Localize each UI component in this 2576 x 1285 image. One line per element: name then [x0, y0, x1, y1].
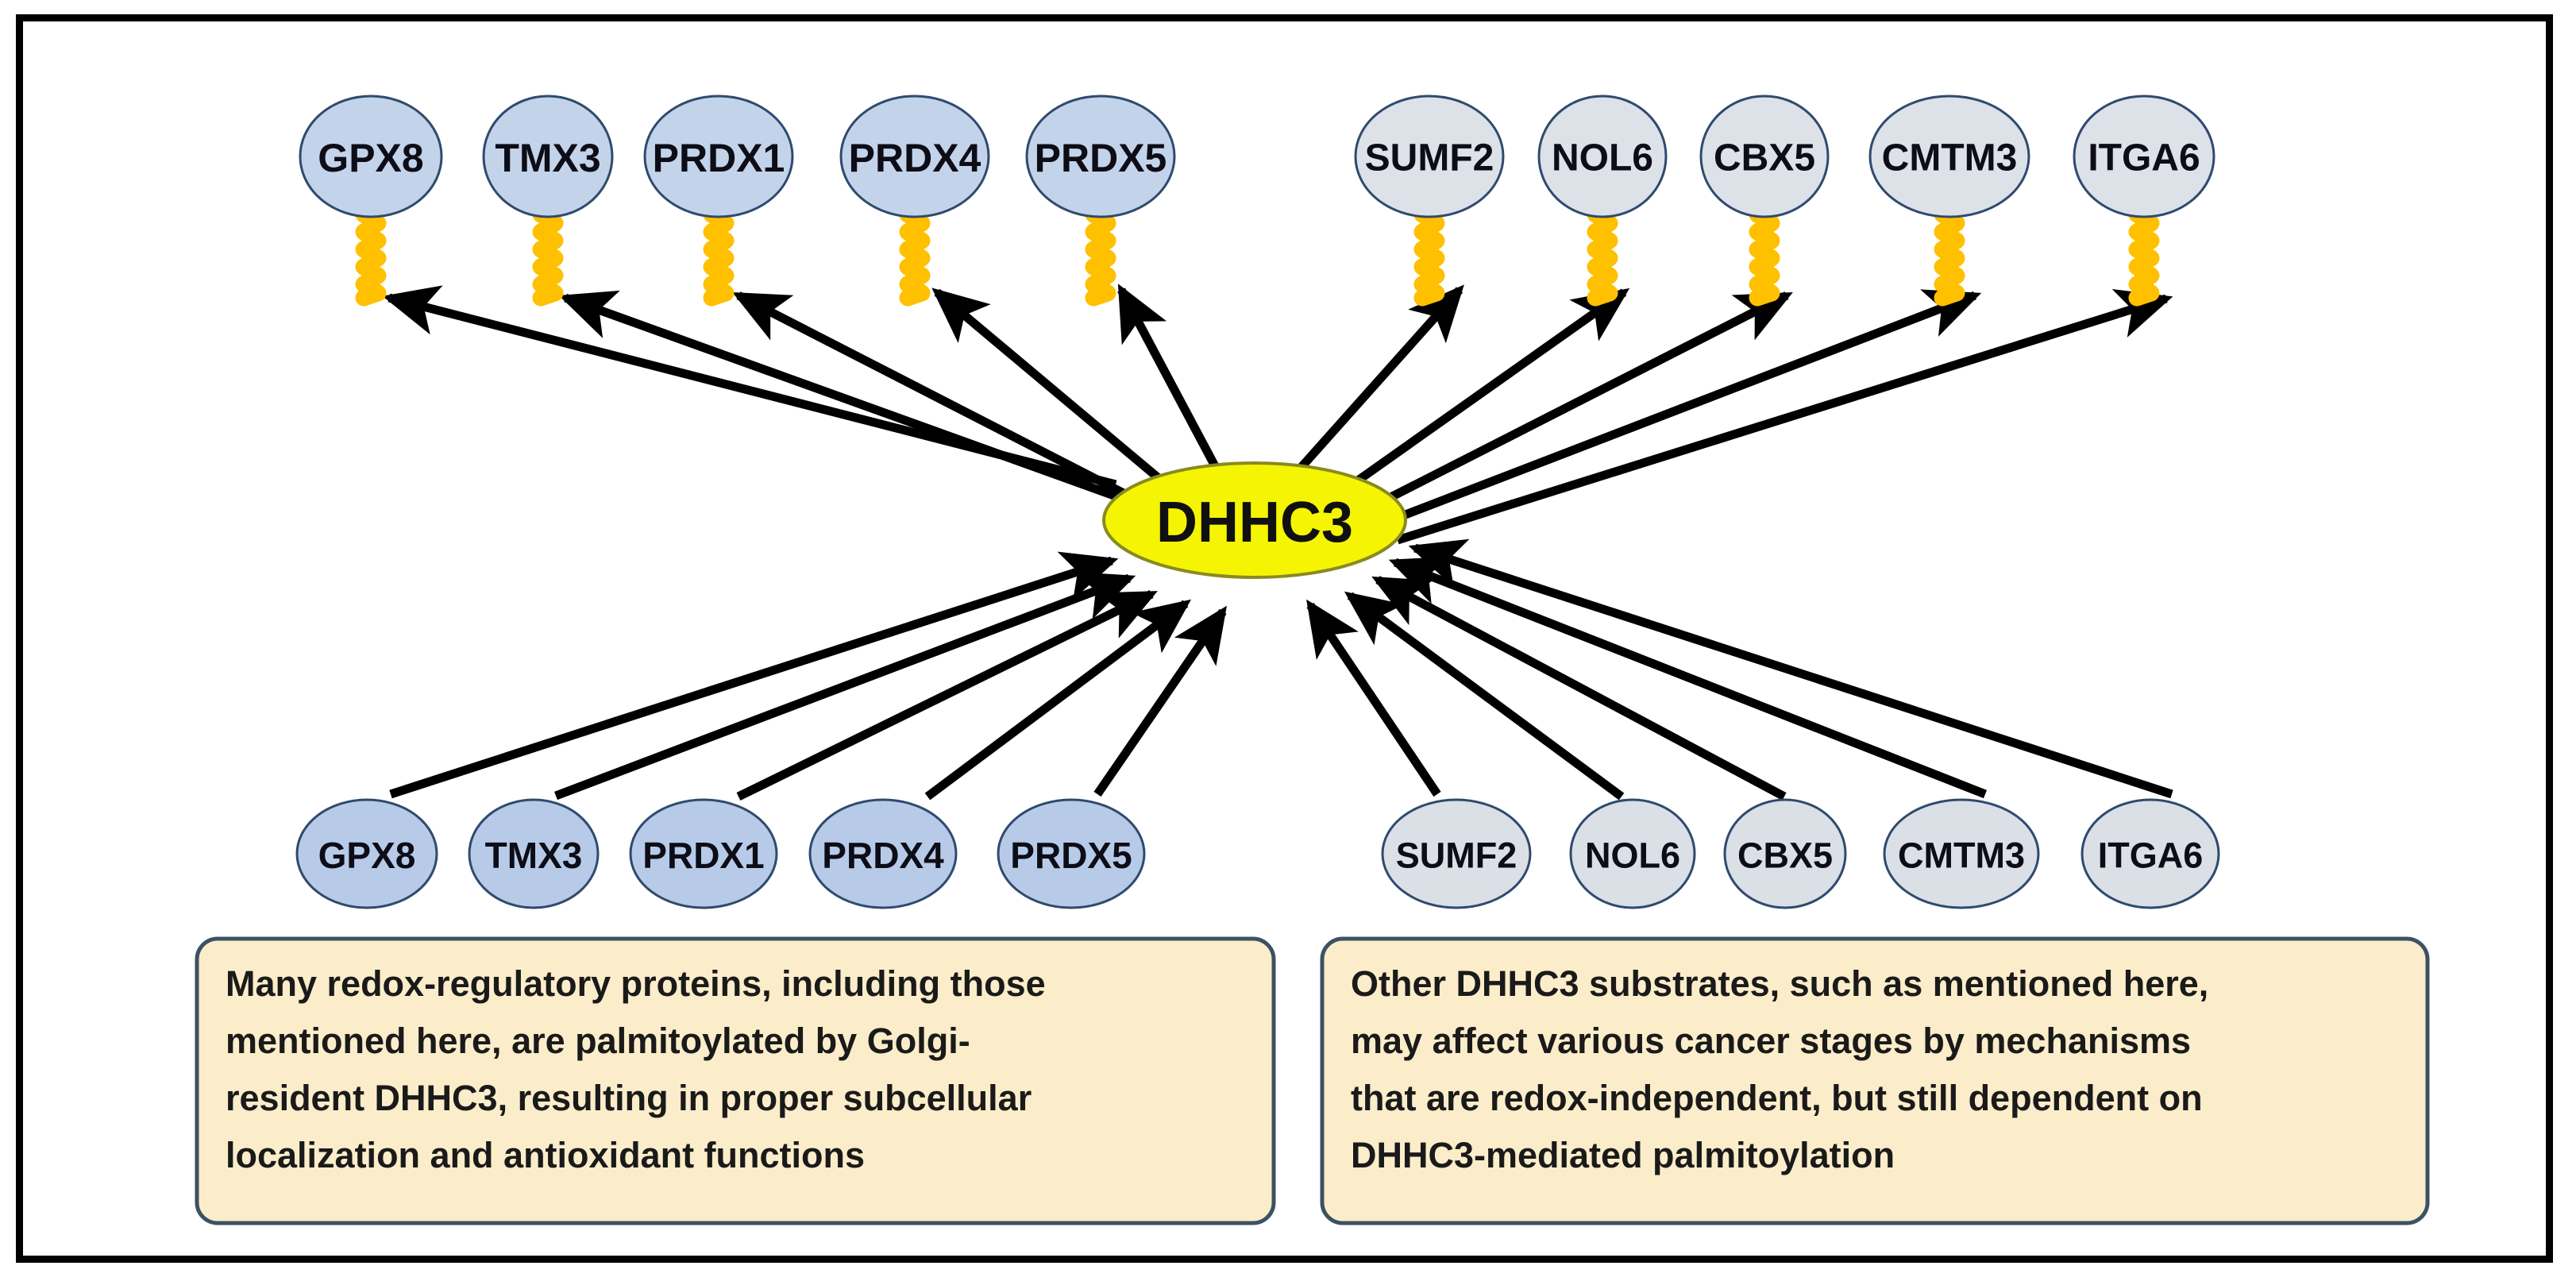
substrate-node-cmtm3[interactable]: CMTM3: [1883, 798, 2040, 909]
callout-line: Other DHHC3 substrates, such as mentione…: [1351, 963, 2208, 1004]
substrate-node-label: ITGA6: [2098, 835, 2204, 876]
substrate-node-prdx4[interactable]: PRDX4: [839, 95, 990, 218]
substrate-node-cbx5[interactable]: CBX5: [1699, 95, 1830, 218]
arrow-nol6-dhhc3: [1344, 591, 1625, 801]
substrate-node-prdx5[interactable]: PRDX5: [1025, 95, 1176, 218]
palmitoyl-chain-icon: [532, 206, 564, 307]
palmitoyl-chain-icon: [1934, 206, 1965, 307]
callout-line: resident DHHC3, resulting in proper subc…: [226, 1078, 1032, 1118]
substrate-node-tmx3[interactable]: TMX3: [468, 798, 600, 909]
dhhc3-ellipse[interactable]: [1102, 461, 1407, 579]
substrate-node-tmx3[interactable]: TMX3: [482, 95, 614, 218]
arrow-sumf2-dhhc3: [1306, 599, 1441, 797]
substrate-node-itga6[interactable]: ITGA6: [2073, 95, 2215, 218]
arrow-dhhc3-prdx4: [931, 287, 1186, 503]
arrow-dhhc3-sumf2: [1290, 284, 1464, 478]
callout-boxes: Many redox-regulatory proteins, includin…: [195, 936, 2430, 1225]
arrows-substrates-to-dhhc3: [389, 538, 2173, 801]
substrate-node-label: PRDX5: [1035, 136, 1167, 180]
callout-line: localization and antioxidant functions: [226, 1135, 865, 1175]
arrow-cbx5-dhhc3: [1371, 576, 1787, 801]
substrate-node-label: CBX5: [1714, 137, 1815, 179]
palmitoyl-chain-icon: [355, 206, 387, 307]
substrate-node-nol6[interactable]: NOL6: [1537, 95, 1668, 218]
palmitoyl-chain-icon: [1085, 206, 1116, 307]
arrows-dhhc3-to-substrates: [382, 284, 2173, 545]
substrate-node-label: TMX3: [495, 136, 600, 180]
palmitoylated-substrate-nodes: GPX8 TMX3 PRDX1 PRDX4 PRDX5 SUMF2 NOL6 CBX5 CMTM…: [299, 95, 2215, 218]
callout-line: that are redox-independent, but still de…: [1351, 1078, 2203, 1118]
substrate-node-prdx4[interactable]: PRDX4: [808, 798, 958, 909]
other-substrates-callout: Other DHHC3 substrates, such as mentione…: [1320, 936, 2430, 1225]
arrow-tmx3-dhhc3: [554, 572, 1136, 801]
arrow-prdx4-dhhc3: [924, 599, 1192, 801]
arrow-itga6-dhhc3: [1408, 538, 2173, 799]
arrow-dhhc3-cmtm3: [1383, 289, 1982, 527]
substrate-node-label: GPX8: [318, 136, 423, 180]
arrow-dhhc3-prdx5: [1117, 284, 1224, 479]
substrate-node-label: PRDX1: [642, 835, 764, 876]
arrow-gpx8-dhhc3: [389, 551, 1119, 799]
substrate-node-gpx8[interactable]: GPX8: [295, 798, 438, 909]
substrate-node-label: PRDX5: [1010, 835, 1132, 876]
arrow-dhhc3-tmx3: [558, 290, 1133, 507]
substrate-node-prdx5[interactable]: PRDX5: [997, 798, 1146, 909]
substrate-node-label: NOL6: [1552, 137, 1653, 179]
substrate-node-label: SUMF2: [1396, 835, 1517, 876]
substrate-node-prdx1[interactable]: PRDX1: [629, 798, 778, 909]
arrow-prdx5-dhhc3: [1093, 605, 1227, 797]
palmitoyl-chains: [355, 206, 2160, 307]
arrow-prdx1-dhhc3: [736, 590, 1158, 801]
arrow-dhhc3-cbx5: [1367, 291, 1793, 512]
substrate-node-label: CMTM3: [1898, 835, 2025, 876]
substrate-node-label: PRDX4: [822, 835, 944, 876]
substrate-node-gpx8[interactable]: GPX8: [299, 95, 443, 218]
dhhc3-hub-node[interactable]: DHHC3: [1102, 461, 1407, 579]
substrate-node-label: GPX8: [318, 835, 416, 876]
callout-line: DHHC3-mediated palmitoylation: [1351, 1135, 1895, 1175]
substrate-node-label: CMTM3: [1882, 137, 2018, 179]
palmitoyl-chain-icon: [899, 206, 931, 307]
substrate-node-label: SUMF2: [1365, 137, 1494, 179]
palmitoyl-chain-icon: [1413, 206, 1445, 307]
palmitoyl-chain-icon: [2128, 206, 2160, 307]
unmodified-substrate-nodes: GPX8 TMX3 PRDX1 PRDX4 PRDX5 SUMF2 NOL6 CBX5 CMTM…: [295, 798, 2220, 909]
callout-line: may affect various cancer stages by mech…: [1351, 1021, 2191, 1061]
substrate-node-cbx5[interactable]: CBX5: [1723, 798, 1847, 909]
dhhc3-label: DHHC3: [1156, 491, 1353, 554]
substrate-node-label: PRDX1: [653, 136, 785, 180]
arrow-dhhc3-itga6: [1396, 289, 2173, 545]
palmitoyl-chain-icon: [703, 206, 735, 307]
substrate-node-itga6[interactable]: ITGA6: [2080, 798, 2220, 909]
palmitoyl-chain-icon: [1749, 206, 1780, 307]
arrow-dhhc3-prdx1: [732, 291, 1155, 512]
substrate-node-label: PRDX4: [849, 136, 981, 180]
callout-line: Many redox-regulatory proteins, includin…: [226, 963, 1046, 1004]
substrate-node-sumf2[interactable]: SUMF2: [1381, 798, 1532, 909]
palmitoyl-chain-icon: [1587, 206, 1618, 307]
arrow-dhhc3-nol6: [1336, 287, 1630, 498]
substrate-node-sumf2[interactable]: SUMF2: [1354, 95, 1505, 218]
callout-line: mentioned here, are palmitoylated by Gol…: [226, 1021, 970, 1061]
substrate-node-nol6[interactable]: NOL6: [1569, 798, 1696, 909]
substrate-node-prdx1[interactable]: PRDX1: [643, 95, 794, 218]
arrow-cmtm3-dhhc3: [1388, 556, 1988, 799]
substrate-node-label: TMX3: [485, 835, 583, 876]
substrate-node-label: CBX5: [1737, 835, 1833, 876]
substrate-node-cmtm3[interactable]: CMTM3: [1868, 95, 2030, 218]
redox-callout: Many redox-regulatory proteins, includin…: [195, 936, 1276, 1225]
substrate-node-label: ITGA6: [2088, 137, 2200, 179]
substrate-node-label: NOL6: [1585, 835, 1680, 876]
